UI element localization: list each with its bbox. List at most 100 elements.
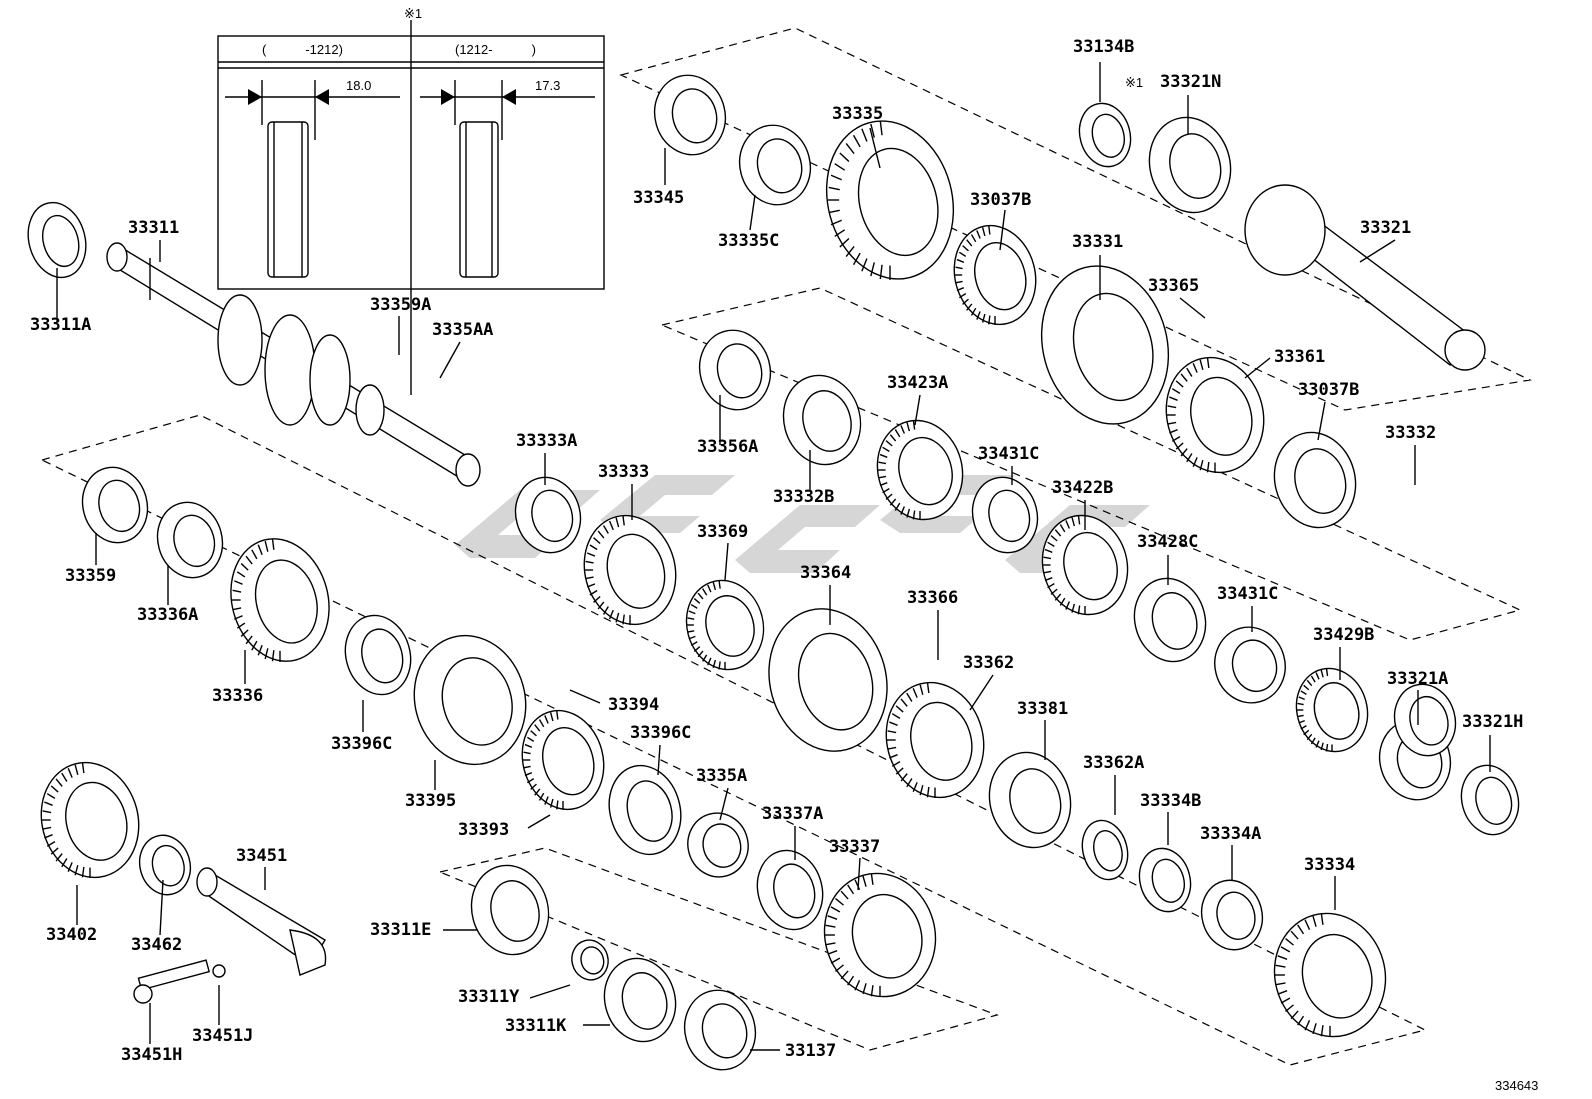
leader-line [969,674,994,711]
ring-part [81,466,149,544]
ring-part [1133,577,1207,663]
gear-part [876,419,964,521]
part-label-33402: 33402 [46,925,97,945]
ring-part [138,834,192,896]
part-label-33334b: 33334B [1140,791,1201,811]
shift-shaft-and-bolt [133,867,327,1004]
ring-part [1040,265,1170,425]
ring-part [687,812,749,878]
note-mark: ※1 [1125,75,1143,90]
part-label-33037b_2: 33037B [1298,380,1359,400]
part-label-33422b: 33422B [1052,478,1113,498]
ring-part [738,124,812,206]
part-label-33395: 33395 [405,791,456,811]
part-label-33362a: 33362A [1083,753,1144,773]
part-label-33359a: 33359A [370,295,431,315]
part-label-33381: 33381 [1017,699,1068,719]
part-label-33321: 33321 [1360,218,1411,238]
part-label-33311a: 33311A [30,315,91,335]
parts-layer [27,74,1520,1071]
ring-part [1078,102,1132,168]
leader-line [1244,357,1271,379]
part-label-33366: 33366 [907,588,958,608]
gear-part [1273,912,1387,1038]
ring-part [653,74,727,156]
part-label-33396c_2: 33396C [630,723,691,743]
ring-part [1148,116,1232,214]
ring-part [1460,764,1520,836]
part-label-33429b: 33429B [1313,625,1374,645]
part-label-33333: 33333 [598,462,649,482]
part-label-33394: 33394 [608,695,659,715]
part-label-33431c_1: 33431C [978,444,1039,464]
gear-part [885,681,985,799]
part-label-33335: 33335 [832,104,883,124]
ring-part [756,849,824,931]
gear-part [1041,514,1129,616]
counter-shaft [1244,184,1486,371]
ring-part [608,764,682,856]
part-label-33428c: 33428C [1137,532,1198,552]
part-label-33311e: 33311E [370,920,431,940]
part-label-3335a: 3335A [696,766,747,786]
part-label-33451j: 33451J [192,1026,253,1046]
ring-part [603,957,677,1043]
ring-part [1393,683,1457,757]
gear-part [825,120,955,280]
part-label-33431c_2: 33431C [1217,584,1278,604]
leader-line [439,341,461,379]
leader-line [914,394,921,426]
leader-line [1179,297,1206,319]
part-label-33321a: 33321A [1387,669,1448,689]
inset-box: ( -1212) (1212- ) ※1 18.0 17.3 [217,6,605,395]
part-label-33451h: 33451H [121,1045,182,1065]
ring-part [413,634,527,766]
part-label-33332b: 33332B [773,487,834,507]
ring-part [470,864,550,956]
leader-line [159,879,164,936]
ring-part [344,614,412,696]
ring-part [27,201,87,279]
gear-part [823,872,937,998]
ring-part [683,989,757,1071]
inset-right-dimension: 17.3 [535,78,560,93]
leader-line [527,814,551,829]
part-label-33369: 33369 [697,522,748,542]
leader-line [529,984,571,999]
gear-part [1165,356,1265,474]
ring-part [971,476,1039,554]
part-label-33337: 33337 [829,837,880,857]
part-label-33311y: 33311Y [458,987,520,1007]
leader-line [719,787,729,821]
part-label-33311k: 33311K [505,1016,567,1036]
part-labels: 33311A3331133359A3335AA3334533335C333353… [30,37,1523,1065]
diagram-id: 334643 [1495,1078,1538,1093]
ring-part [782,374,862,466]
gear-part [953,224,1037,326]
leader-line [857,857,861,891]
part-label-33311: 33311 [128,218,179,238]
ring-part [768,608,888,752]
inset-left-dimension: 18.0 [346,78,371,93]
ring-part [1138,847,1192,913]
part-label-33345: 33345 [633,188,684,208]
part-label-33393: 33393 [458,820,509,840]
ring-part [514,476,582,554]
ring-part [156,501,224,579]
gear-part [230,538,330,662]
part-label-33337a: 33337A [762,804,823,824]
inset-note-mark: ※1 [404,6,422,21]
part-label-33423a: 33423A [887,373,948,393]
part-label-33134b: 33134B [1073,37,1134,57]
part-label-33321h: 33321H [1462,712,1523,732]
ring-part [988,751,1072,849]
leader-line [569,689,601,704]
leader-line [999,209,1006,251]
main-shaft [106,242,481,487]
gear-part [1295,667,1369,753]
leader-lines [56,62,1491,1051]
part-label-33334a: 33334A [1200,824,1261,844]
leader-line [869,127,881,169]
gear-part [583,514,677,626]
